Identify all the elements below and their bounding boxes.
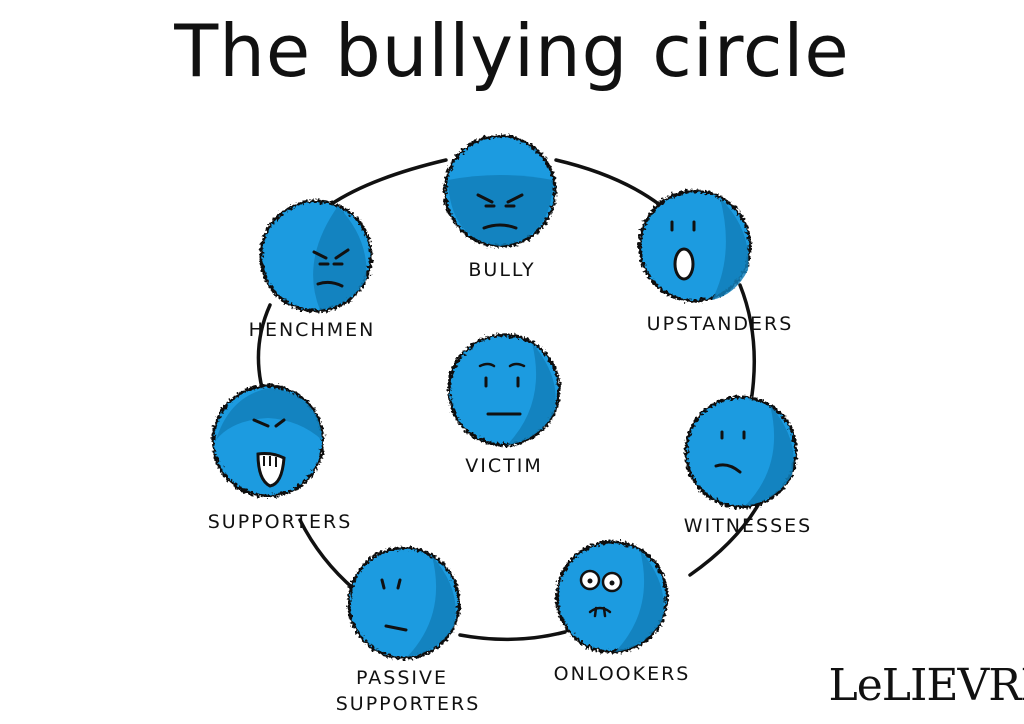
supporters-face bbox=[211, 384, 325, 498]
worried-mouth-icon bbox=[714, 463, 742, 474]
face-shadow bbox=[712, 198, 749, 300]
victim-face bbox=[447, 333, 561, 447]
shouting-mouth-icon bbox=[673, 247, 695, 281]
shocked-mouth-icon bbox=[588, 606, 612, 618]
face-shadow bbox=[507, 343, 556, 445]
artist-signature: LeLIEVRE bbox=[829, 660, 1024, 711]
upstanders-face bbox=[638, 189, 752, 303]
onlookers-label: ONLOOKERS bbox=[554, 663, 691, 685]
face-shadow bbox=[407, 556, 456, 657]
skeptical-eyes-icon bbox=[380, 578, 402, 590]
sad-brow-icon bbox=[478, 362, 526, 368]
witnesses-face bbox=[684, 395, 798, 509]
face-shadow bbox=[615, 550, 664, 652]
face-shadow bbox=[448, 175, 553, 246]
henchmen-face bbox=[259, 199, 373, 313]
surprised-eyes-icon bbox=[670, 220, 696, 232]
passive-supporters-label-line1: PASSIVE bbox=[356, 667, 448, 689]
passive-supporters-face bbox=[347, 546, 461, 660]
face-shadow bbox=[216, 388, 322, 440]
diagram-title: The bullying circle bbox=[174, 9, 850, 93]
victim-label: VICTIM bbox=[465, 455, 542, 477]
onlookers-face bbox=[555, 540, 669, 654]
supporters-label: SUPPORTERS bbox=[208, 511, 353, 533]
bully-label: BULLY bbox=[468, 259, 535, 281]
angry-brow-icon bbox=[476, 193, 524, 204]
upstanders-label: UPSTANDERS bbox=[647, 313, 794, 335]
bully-face bbox=[443, 134, 557, 248]
angry-brow-icon bbox=[312, 248, 350, 260]
eyes-icon bbox=[720, 430, 746, 440]
sad-eyes-icon bbox=[484, 376, 520, 388]
flat-mouth-icon bbox=[384, 624, 408, 632]
witnesses-label: WITNESSES bbox=[684, 515, 812, 537]
frown-mouth-icon bbox=[482, 223, 518, 230]
sneer-brow-icon bbox=[252, 418, 286, 428]
grumpy-mouth-icon bbox=[316, 280, 344, 288]
face-shadow bbox=[313, 206, 367, 310]
passive-supporters-label-line2: SUPPORTERS bbox=[336, 693, 481, 715]
circle-ring bbox=[256, 158, 764, 642]
face-shadow bbox=[745, 405, 794, 506]
henchmen-label: HENCHMEN bbox=[249, 319, 376, 341]
